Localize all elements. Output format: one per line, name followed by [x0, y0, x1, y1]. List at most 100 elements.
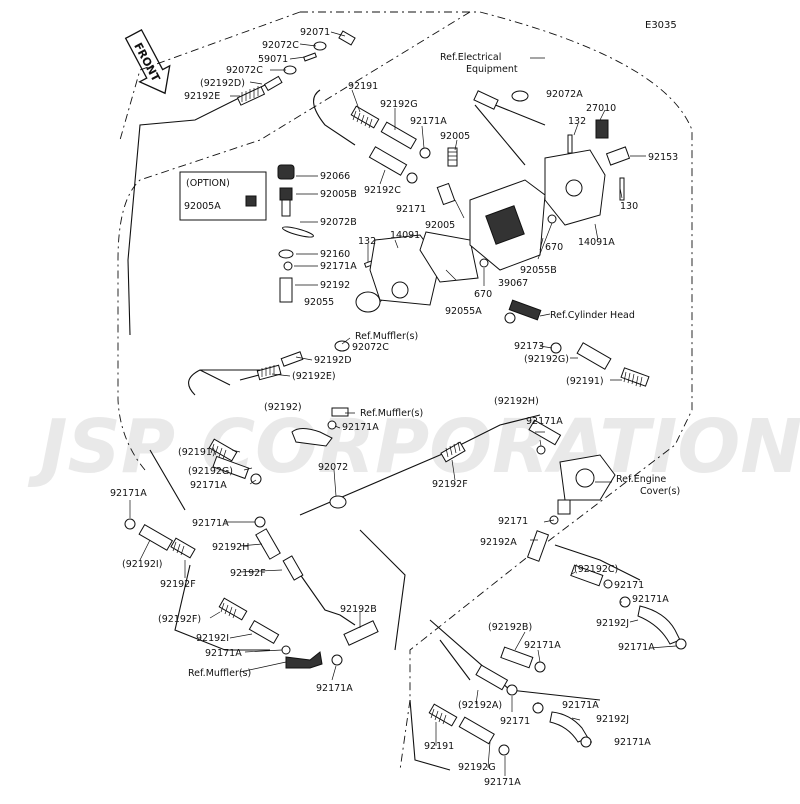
spring-92192f-b: [282, 555, 304, 581]
label-132-b: 132: [568, 116, 586, 127]
label-92192a-right: (92192A): [458, 700, 502, 711]
clip-92173: [550, 342, 562, 354]
label-92173: 92173: [514, 341, 544, 352]
hose-92192g-bottom: [458, 716, 495, 745]
spring-92192f-c: [218, 597, 248, 621]
clamp-92072a: [511, 90, 529, 102]
label-27010: 27010: [586, 103, 616, 114]
label-92171a: 92171A: [410, 116, 447, 127]
clip-92171a-lower-left: [124, 518, 136, 530]
plug-92005b: [279, 187, 293, 217]
clip-92171a-d: [331, 654, 343, 666]
label-14091a: 14091A: [578, 237, 615, 248]
label-cover: Cover(s): [640, 486, 680, 497]
label-92192h: (92192H): [494, 396, 539, 407]
fitting-ref-cylinder-head: [504, 299, 542, 324]
label-92192g-left: (92192G): [188, 466, 233, 477]
label-ref-muffler-b: Ref.Muffler(s): [360, 408, 423, 419]
label-ref-electrical: Ref.Electrical: [440, 52, 501, 63]
hose-92192j: [637, 605, 681, 645]
label-92005: 92005: [440, 131, 470, 142]
label-92192f: 92192F: [432, 479, 468, 490]
clamp-92072c-mid: [334, 340, 350, 352]
label-92071: 92071: [300, 27, 330, 38]
label-92191-left: (92191): [178, 447, 216, 458]
spring-92191-left: [208, 438, 238, 462]
hose-mid: [188, 369, 541, 516]
hose-92192-mid: [291, 428, 333, 447]
hose-92192j-b: [549, 711, 589, 743]
label-ref-engine: Ref.Engine: [616, 474, 666, 485]
label-92191-b: (92191): [566, 376, 604, 387]
spring-92192e-mid: [256, 364, 282, 381]
clip-92171a-center: [536, 445, 546, 455]
label-92192f-c: (92192F): [158, 614, 201, 625]
label-670-b: 670: [545, 242, 563, 253]
oring-92055: [355, 291, 381, 313]
outline-dashdot-2: [119, 11, 301, 141]
tee-fitting-ref-muffler: [285, 651, 323, 669]
clip-92171-right: [603, 579, 613, 589]
hose-92192i-b: [248, 619, 280, 645]
label-92171a-center: 92171A: [526, 416, 563, 427]
label-equipment: Equipment: [466, 64, 518, 75]
clip-92171a-br2: [580, 736, 592, 748]
spring-92192e: [236, 86, 266, 106]
clip-92171a-b: [254, 516, 266, 528]
hose-92192h: [528, 419, 562, 446]
hose-upper-route: [313, 89, 356, 146]
label-92192f-b: 92192F: [230, 568, 266, 579]
front-arrow-icon: FRONT: [124, 28, 171, 95]
union-fitting: [338, 30, 356, 46]
label-92072a: 92072A: [546, 89, 583, 100]
clip-92171-bottom: [506, 684, 518, 696]
label-92192c-right: (92192C): [574, 564, 618, 575]
label-92191-bottom: 92191: [424, 741, 454, 752]
hose-92192d: [263, 75, 283, 92]
label-92171-right: 92171: [614, 580, 644, 591]
hose-92192b: [343, 620, 379, 646]
clip-92171a-right2: [675, 638, 687, 650]
label-ref-cylinder-head: Ref.Cylinder Head: [550, 310, 635, 321]
label-92191: 92191: [348, 81, 378, 92]
label-92005a: 92005A: [184, 201, 221, 212]
clip-92171: [406, 172, 418, 184]
label-92171a-br: 92171A: [562, 700, 599, 711]
label-92171a-ll2: 92171A: [192, 518, 229, 529]
spring-92192f: [440, 441, 466, 463]
pin-59071: [303, 52, 317, 62]
label-92192b-right: (92192B): [488, 622, 532, 633]
option-label: (OPTION): [186, 178, 230, 189]
label-92192c: 92192C: [364, 185, 401, 196]
label-670: 670: [474, 289, 492, 300]
label-92192f-left: 92192F: [160, 579, 196, 590]
spring-92192f-left: [170, 537, 196, 559]
washer-92160: [278, 249, 294, 259]
label-ref-muffler: Ref.Muffler(s): [355, 331, 418, 342]
clip-92171a-mid: [327, 420, 337, 430]
clip-92171a-left: [283, 261, 293, 271]
clamp-92072b: [282, 226, 314, 238]
label-92072c-b: 92072C: [226, 65, 263, 76]
label-92192g: 92192G: [380, 99, 418, 110]
hose-92192d-mid: [280, 351, 304, 367]
label-92171-engine: 92171: [498, 516, 528, 527]
valve-body: [469, 179, 546, 271]
label-92192: 92192: [320, 280, 350, 291]
label-92171: 92171: [396, 204, 426, 215]
hose-92192b-right: [500, 646, 534, 669]
spring-92191-right: [620, 367, 650, 388]
label-92055a: 92055A: [445, 306, 482, 317]
label-92005b: 92005B: [320, 189, 357, 200]
label-132: 132: [358, 236, 376, 247]
label-92192e: 92192E: [184, 91, 220, 102]
hose-center-curve: [359, 529, 406, 651]
label-92171a-d: 92171A: [316, 683, 353, 694]
label-92192-mid: (92192): [264, 402, 302, 413]
engine-cover-fitting: [557, 454, 616, 515]
label-92160: 92160: [320, 249, 350, 260]
diagram-code: E3035: [645, 20, 677, 31]
label-92171a-br2: 92171A: [614, 737, 651, 748]
hose-92192c: [368, 146, 408, 176]
